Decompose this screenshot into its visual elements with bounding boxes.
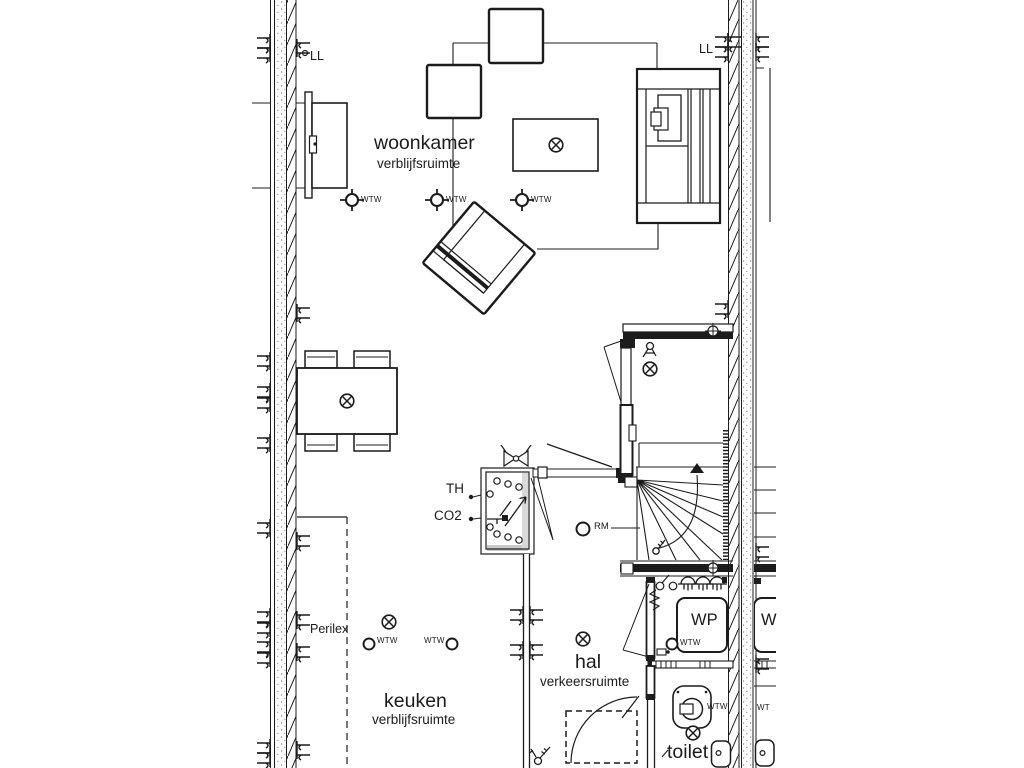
mirrored-neighbour-unit <box>754 67 776 767</box>
rm-label: RM <box>594 521 609 532</box>
co2-label: CO2 <box>434 508 462 523</box>
th-leader-dot <box>468 494 474 500</box>
wtw-extract-icon <box>362 637 376 651</box>
room-subtitle-hal: verkeersruimte <box>540 674 630 689</box>
room-subtitle-woonkamer: verblijfsruimte <box>377 156 461 171</box>
ceiling-light-icon <box>339 393 355 409</box>
wtw-label: WTW <box>377 636 398 645</box>
wtw-label: WTW <box>424 636 445 645</box>
washbasin <box>710 740 732 768</box>
closet-toilet-divider <box>647 660 734 669</box>
wtw-extract-icon <box>665 637 679 651</box>
wtw-label: WTW <box>680 638 701 647</box>
wtw-label-mirrored: WT <box>757 703 770 712</box>
wall-tie-symbols <box>256 32 770 768</box>
meter-glyph <box>656 648 670 656</box>
hall-doorway <box>532 443 624 479</box>
ceiling-light-icon <box>575 631 591 647</box>
wp-closet <box>622 574 728 661</box>
vent-valve-icon <box>500 444 532 468</box>
armchair <box>422 201 536 315</box>
wtw-label: WTW <box>446 195 467 204</box>
smoke-detector-icon <box>575 521 591 537</box>
hall <box>529 631 640 766</box>
living-room <box>252 7 722 315</box>
stairwell <box>575 322 734 577</box>
wp-label: WP <box>691 611 718 629</box>
pouf-square-1 <box>487 7 545 65</box>
pendant-lamp-icon <box>642 341 658 377</box>
toilet-room <box>645 665 732 768</box>
wall-cross-marker <box>704 559 722 577</box>
wp-label-mirrored: W <box>761 611 777 629</box>
door-swing-line <box>546 443 613 468</box>
front-door-leaf <box>621 695 640 719</box>
toilet-door-leaf <box>645 665 656 699</box>
wtw-extract-icon <box>445 637 459 651</box>
co2-leader-dot <box>468 516 474 522</box>
pouf-square-2 <box>425 63 483 120</box>
double-switch-icon <box>529 746 551 766</box>
wtw-label: WTW <box>707 702 728 711</box>
door-spring-icon <box>648 589 661 611</box>
entry-reservation-dashed <box>565 710 638 764</box>
room-title-keuken: keuken <box>384 690 447 712</box>
dining-set <box>296 350 398 452</box>
room-title-toilet: toilet <box>667 741 709 763</box>
th-label: TH <box>446 481 464 496</box>
tv-cabinet <box>635 67 722 225</box>
ll-label-left: LL <box>310 49 324 63</box>
socket-cluster <box>655 574 728 592</box>
hall-kitchen-wall <box>509 554 544 768</box>
meter-cupboard <box>468 444 554 555</box>
perilex-label: Perilex <box>310 622 349 636</box>
tv-dresser <box>304 91 348 199</box>
ceiling-light-icon <box>685 725 701 741</box>
front-door-swing <box>570 696 638 764</box>
wtw-label: WTW <box>361 195 382 204</box>
toilet-label-leader <box>661 749 669 758</box>
left-party-wall <box>270 0 297 768</box>
stair-direction-arrow <box>690 463 704 473</box>
kitchen <box>297 516 459 768</box>
ceiling-light-icon <box>381 614 397 630</box>
right-party-wall <box>728 0 757 768</box>
ceiling-light-icon <box>548 137 564 153</box>
heat-pump-unit <box>676 597 728 653</box>
closet-door-swing <box>622 583 650 658</box>
room-title-hal: hal <box>575 651 602 673</box>
room-title-woonkamer: woonkamer <box>374 132 475 154</box>
light-switch-icon <box>652 539 666 555</box>
ll-label-right: LL <box>699 42 713 56</box>
toilet-fixture <box>672 685 712 729</box>
stair-door-swing <box>603 340 622 403</box>
room-subtitle-keuken: verblijfsruimte <box>372 712 456 727</box>
wtw-label: WTW <box>531 195 552 204</box>
